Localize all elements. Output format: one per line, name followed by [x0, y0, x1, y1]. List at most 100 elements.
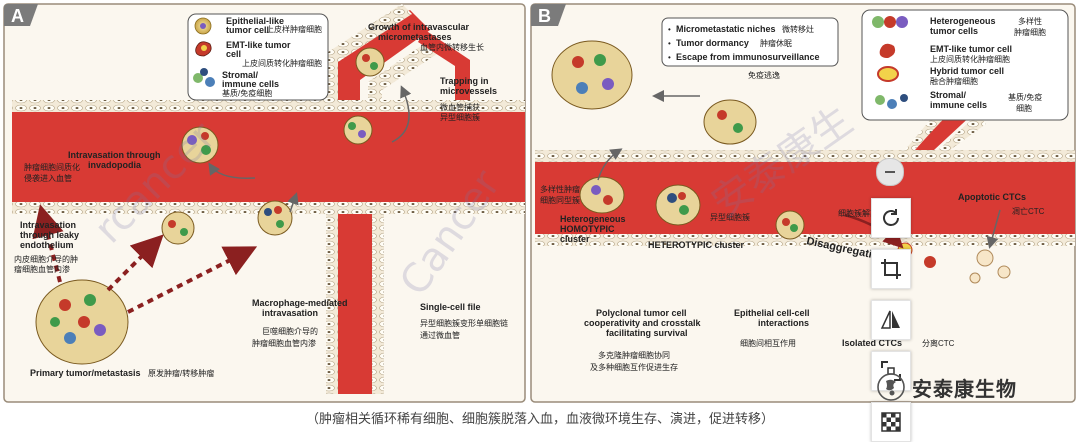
- legend-a-emt-en: EMT-like tumor: [226, 40, 291, 50]
- invado-zh1: 肿瘤细胞间质化: [24, 162, 80, 172]
- polyclonal-en2: cooperativity and crosstalk: [584, 318, 702, 328]
- homotypic-cluster: [579, 176, 625, 214]
- isolated-zh: 分离CTC: [922, 338, 955, 348]
- legend-b-stromal-zh1: 基质/免疫: [1008, 92, 1042, 102]
- panel-b-tab: [531, 4, 566, 26]
- growth-en2: micrometastases: [378, 32, 452, 42]
- disagg-zh: 细胞簇解离: [838, 208, 878, 218]
- legend-b-emt-zh: 上皮间质转化肿瘤细胞: [930, 54, 1010, 64]
- invado-en2: invadopodia: [88, 160, 142, 170]
- single-en: Single-cell file: [420, 302, 481, 312]
- legend-b-hetero-en1: Heterogeneous: [930, 16, 996, 26]
- mosaic-icon: [881, 412, 901, 432]
- panel-a-tab: [4, 4, 38, 26]
- epi-en1: Epithelial cell-cell: [734, 308, 810, 318]
- niches-zh: 微转移灶: [782, 24, 814, 34]
- crop-icon: [881, 259, 901, 279]
- invado-en1: Intravasation through: [68, 150, 161, 160]
- dormancy-zh: 肿瘤休眠: [760, 38, 792, 48]
- legend-a-stromal-en: Stromal/: [222, 70, 259, 80]
- panel-a-letter: A: [11, 6, 24, 26]
- legend-a-stromal-en2: immune cells: [222, 79, 279, 89]
- minus-circle-icon: [885, 171, 895, 173]
- flip-button[interactable]: [871, 300, 911, 340]
- zoom-out-button[interactable]: [876, 158, 904, 186]
- homo-zh1: 多样性肿瘤: [540, 184, 580, 194]
- figure-caption: （肿瘤相关循环稀有细胞、细胞簇脱落入血，血液微环境生存、演进，促进转移）: [305, 412, 774, 427]
- cluster-a2: [343, 115, 373, 145]
- epi-zh: 细胞间相互作用: [740, 338, 796, 348]
- legend-b-stromal-en2: immune cells: [930, 100, 987, 110]
- legend-a-epithelial-en: Epithelial-like: [226, 16, 284, 26]
- leaky-en2: through leaky: [20, 230, 79, 240]
- legend-b-emt-icon: [879, 43, 896, 58]
- legend-a-emt-en2: cell: [226, 49, 241, 59]
- macro-en2: intravasation: [262, 308, 318, 318]
- legend-b-stromal-icon: [875, 94, 908, 109]
- crop-button[interactable]: [871, 249, 911, 289]
- cluster-a3: [355, 47, 385, 77]
- growth-zh: 血管内微转移生长: [420, 42, 484, 52]
- leaky-zh1: 内皮细胞介导的肿: [14, 254, 78, 264]
- vessel-b: [535, 96, 1075, 246]
- leaky-en3: endothelium: [20, 240, 74, 250]
- niches-en: Micrometastatic niches: [676, 24, 776, 34]
- legend-a: Epithelial-like tumor cell 上皮样肿瘤细胞 EMT-l…: [187, 13, 329, 101]
- hetero-zh: 异型细胞簇: [710, 212, 750, 222]
- hybrid-cell-icon: [877, 66, 899, 82]
- polyclonal-en1: Polyclonal tumor cell: [596, 308, 687, 318]
- apoptotic-zh: 凋亡CTC: [1012, 206, 1045, 216]
- svg-text:•: •: [668, 39, 671, 48]
- leaky-en1: Intravasation: [20, 220, 76, 230]
- legend-b-hetero-zh2: 肿瘤细胞: [1014, 27, 1046, 37]
- brand-watermark: 安泰康生物: [876, 372, 1017, 402]
- leaky-zh2: 瘤细胞血管内渗: [14, 264, 70, 274]
- hetero-cells-icon: [872, 16, 908, 28]
- trapping-en1: Trapping in: [440, 76, 489, 86]
- homo-en1: Heterogeneous: [560, 214, 626, 224]
- apoptotic-en: Apoptotic CTCs: [958, 192, 1026, 202]
- homo-en2: HOMOTYPIC: [560, 224, 615, 234]
- stromal-cells-icon: [193, 68, 215, 87]
- primary-en: Primary tumor/metastasis: [30, 368, 141, 378]
- invasion-arrows: [32, 204, 258, 314]
- brand-name: 安泰康生物: [912, 376, 1017, 401]
- hetero-en: HETEROTYPIC cluster: [648, 240, 745, 250]
- rotate-button[interactable]: [871, 198, 911, 238]
- legend-a-emt-zh: 上皮间质转化肿瘤细胞: [242, 58, 322, 68]
- brand-logo-icon: [877, 373, 905, 401]
- legend-b-hetero-zh1: 多样性: [1018, 16, 1042, 26]
- polyclonal-zh1: 多克隆肿瘤细胞协同: [598, 350, 670, 360]
- panel-b-letter: B: [538, 6, 551, 26]
- legend-b: Heterogeneous tumor cells 多样性 肿瘤细胞 EMT-l…: [861, 9, 1069, 121]
- apoptotic-ctcs: [969, 249, 1011, 284]
- legend-b-emt-en: EMT-like tumor cell: [930, 44, 1012, 54]
- mosaic-button[interactable]: [871, 402, 911, 442]
- legend-a-epithelial-zh: 上皮样肿瘤细胞: [266, 24, 322, 34]
- legend-b-stromal-en1: Stromal/: [930, 90, 967, 100]
- homo-en3: cluster: [560, 234, 590, 244]
- legend-b-hybrid-en: Hybrid tumor cell: [930, 66, 1004, 76]
- primary-zh: 原发肿瘤/转移肿瘤: [148, 368, 214, 378]
- macro-zh2: 肿瘤细胞血管内渗: [252, 338, 316, 348]
- cluster-a1: [181, 126, 219, 164]
- niche-cluster: [551, 40, 633, 110]
- panel-a: A Epithelial-like tumor cell 上皮样肿瘤细胞: [3, 3, 526, 403]
- flip-icon: [880, 310, 900, 329]
- legend-b-hybrid-zh: 融合肿瘤细胞: [930, 76, 978, 86]
- legend-a-epithelial-en2: tumor cell: [226, 25, 269, 35]
- homo-zh2: 细胞同型簇: [540, 195, 580, 205]
- polyclonal-en3: facilitating survival: [606, 328, 688, 338]
- rotate-icon: [883, 209, 899, 226]
- cluster-a5: [257, 200, 293, 236]
- epi-en2: interactions: [758, 318, 809, 328]
- macro-en1: Macrophage-mediated: [252, 298, 348, 308]
- heterotypic-cluster: [655, 184, 701, 226]
- polyclonal-zh2: 及多种细胞互作促进生存: [590, 362, 678, 372]
- trapping-en2: microvessels: [440, 86, 497, 96]
- panel-b: B • Micrometastatic niches 微转移灶 • Tumor …: [530, 3, 1076, 403]
- escape-zh: 免疫逃逸: [748, 70, 780, 80]
- disaggregating-cluster: [775, 210, 805, 240]
